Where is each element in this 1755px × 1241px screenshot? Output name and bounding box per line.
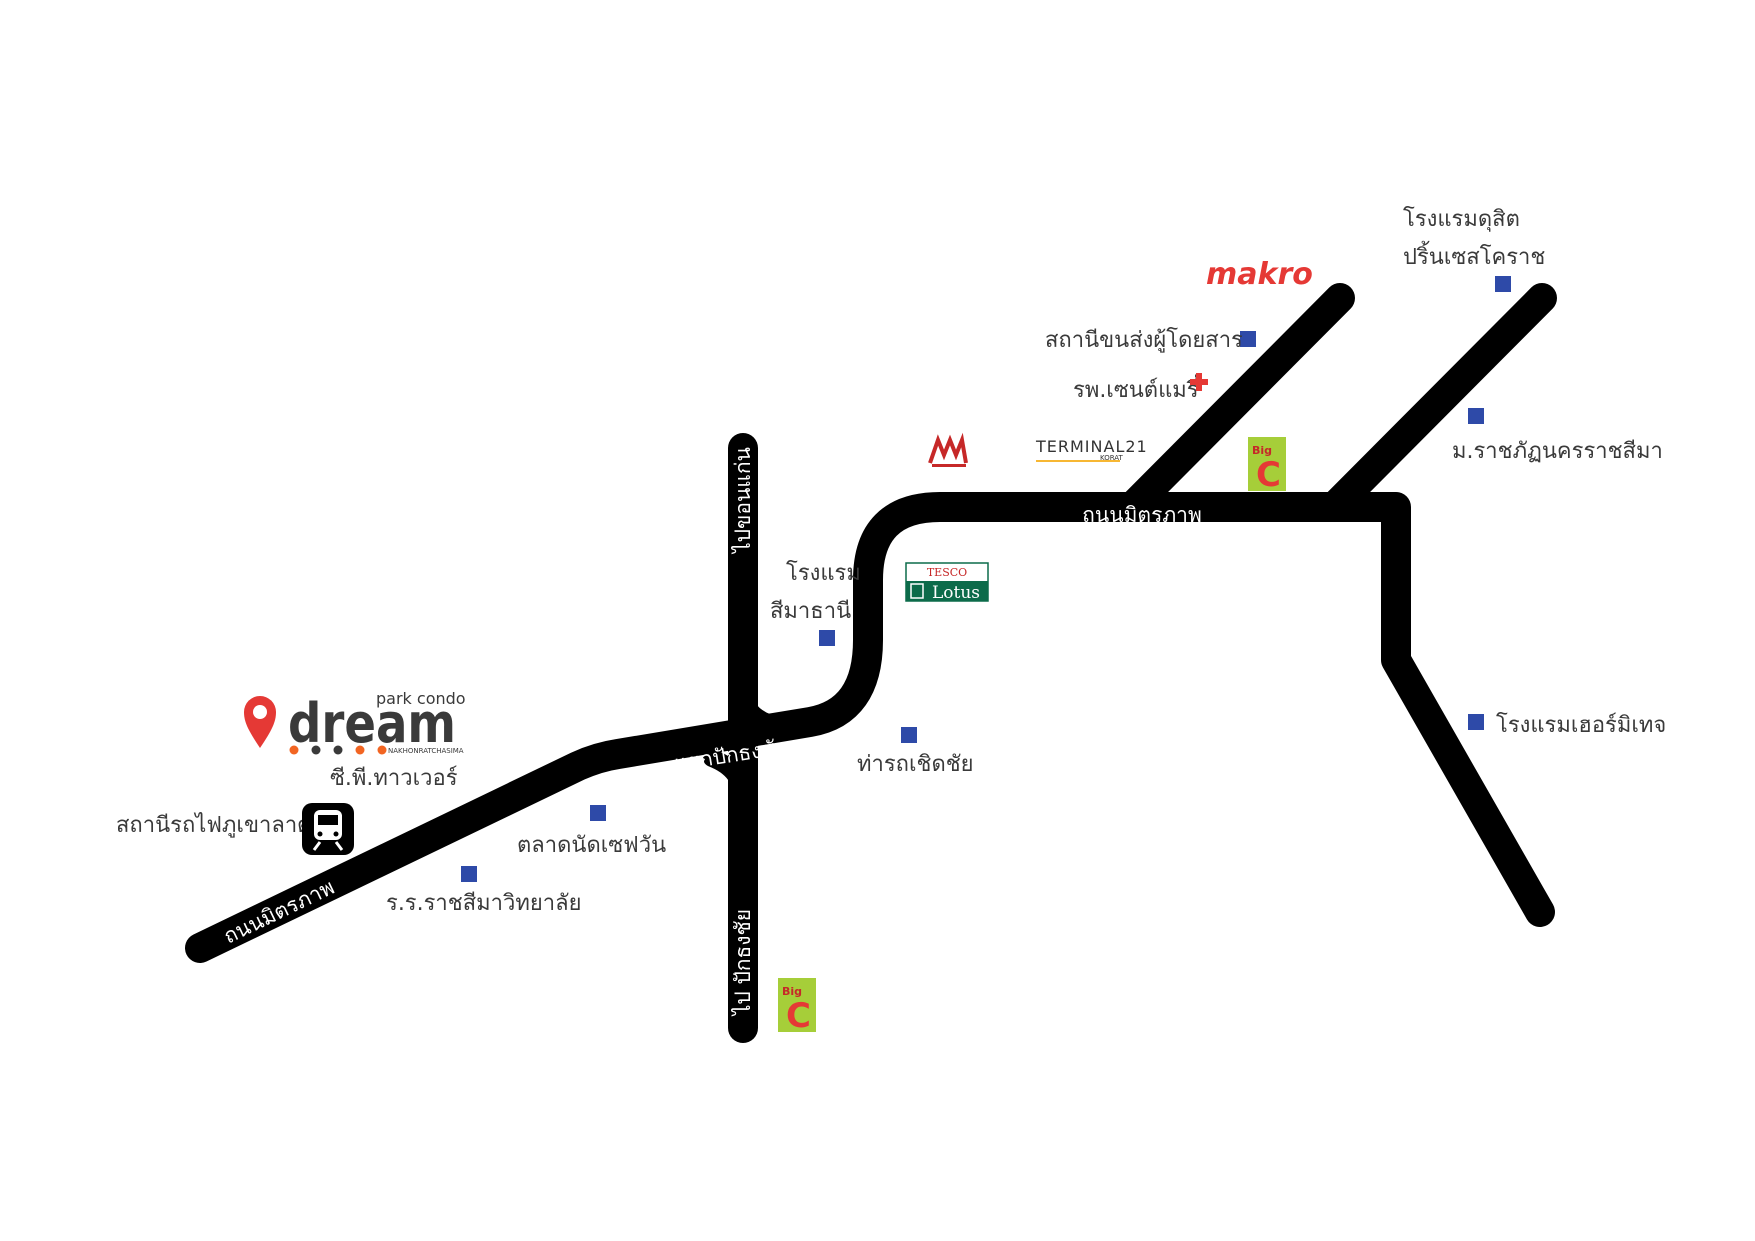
red-cross-icon — [1190, 373, 1208, 391]
dream-small-label: park condo — [376, 689, 466, 708]
train-icon — [302, 803, 354, 855]
road-bypass — [734, 691, 819, 735]
marker-sima-thani — [819, 630, 835, 646]
label-dusit-line1: โรงแรมดุสิต — [1403, 206, 1520, 232]
marker-bus-terminal — [1240, 331, 1256, 347]
label-rajabhat: ม.ราชภัฏนครราชสีมา — [1452, 439, 1663, 464]
bigc-south-top: Big — [782, 985, 802, 998]
label-sima-thani-line1: โรงแรม — [786, 560, 861, 586]
dream-main-label: dream — [288, 692, 456, 755]
dream-dots — [289, 745, 387, 755]
label-cp-tower: ซี.พี.ทาวเวอร์ — [330, 766, 458, 791]
marker-rajabhat — [1468, 408, 1484, 424]
map-pin-icon — [244, 696, 276, 748]
marker-night-market — [590, 805, 606, 821]
lotus-label: Lotus — [932, 583, 980, 603]
label-ratchasima-school: ร.ร.ราชสีมาวิทยาลัย — [386, 891, 581, 916]
road-connector-ne — [1117, 283, 1355, 522]
road-label-mittraphap-east: ถนนมิตรภาพ — [1082, 503, 1202, 527]
road-label-to-pakthongchai: ไป ปักธงชัย — [731, 909, 755, 1017]
marker-dusit — [1495, 276, 1511, 292]
label-dusit-line2: ปริ้นเซสโคราช — [1403, 241, 1545, 270]
tesco-lotus-logo: TESCO Lotus — [905, 562, 989, 603]
poi-markers — [461, 276, 1511, 882]
marker-ratchasima-school — [461, 866, 477, 882]
label-phu-khao-lat-station: สถานีรถไฟภูเขาลาด — [116, 812, 311, 838]
road-label-to-khon-kaen: ไปขอนแก่น — [731, 447, 755, 555]
road-bypass-south — [703, 749, 752, 809]
terminal21-sub: KORAT — [1100, 454, 1124, 462]
bigc-logo-south: Big C — [778, 978, 816, 1036]
road-network — [185, 283, 1557, 1043]
makro-logo: makro — [1206, 257, 1313, 292]
bigc-south-letter: C — [786, 996, 811, 1036]
label-bus-terminal: สถานีขนส่งผู้โดยสาร — [1045, 327, 1243, 353]
road-label-mittraphap-west: ถนนมิตรภาพ — [220, 875, 338, 949]
marker-hermitage — [1468, 714, 1484, 730]
the-mall-logo — [928, 432, 968, 467]
road-mittraphap-west — [185, 492, 1555, 963]
label-choeng-chai-pier: ท่ารถเชิดชัย — [857, 752, 974, 777]
bigc-logo-north: Big C — [1248, 437, 1286, 495]
label-sima-thani-line2: สีมาธานี — [770, 599, 851, 624]
label-st-mary-hospital: รพ.เซนต์แมรี่ — [1073, 374, 1199, 403]
bigc-north-letter: C — [1256, 455, 1281, 495]
label-night-market: ตลาดนัดเซฟวัน — [517, 833, 666, 858]
label-hermitage: โรงแรมเฮอร์มิเทจ — [1496, 712, 1666, 738]
marker-choeng-chai — [901, 727, 917, 743]
tesco-label: TESCO — [927, 566, 967, 579]
bigc-north-top: Big — [1252, 444, 1272, 457]
terminal21-label: TERMINAL21 — [1035, 437, 1148, 456]
dream-sub-label: NAKHONRATCHASIMA — [388, 747, 464, 755]
terminal21-logo: TERMINAL21 KORAT — [1035, 437, 1148, 462]
dream-park-condo-logo: park condo dream NAKHONRATCHASIMA — [244, 689, 466, 755]
road-connector-far-ne — [1319, 283, 1557, 522]
